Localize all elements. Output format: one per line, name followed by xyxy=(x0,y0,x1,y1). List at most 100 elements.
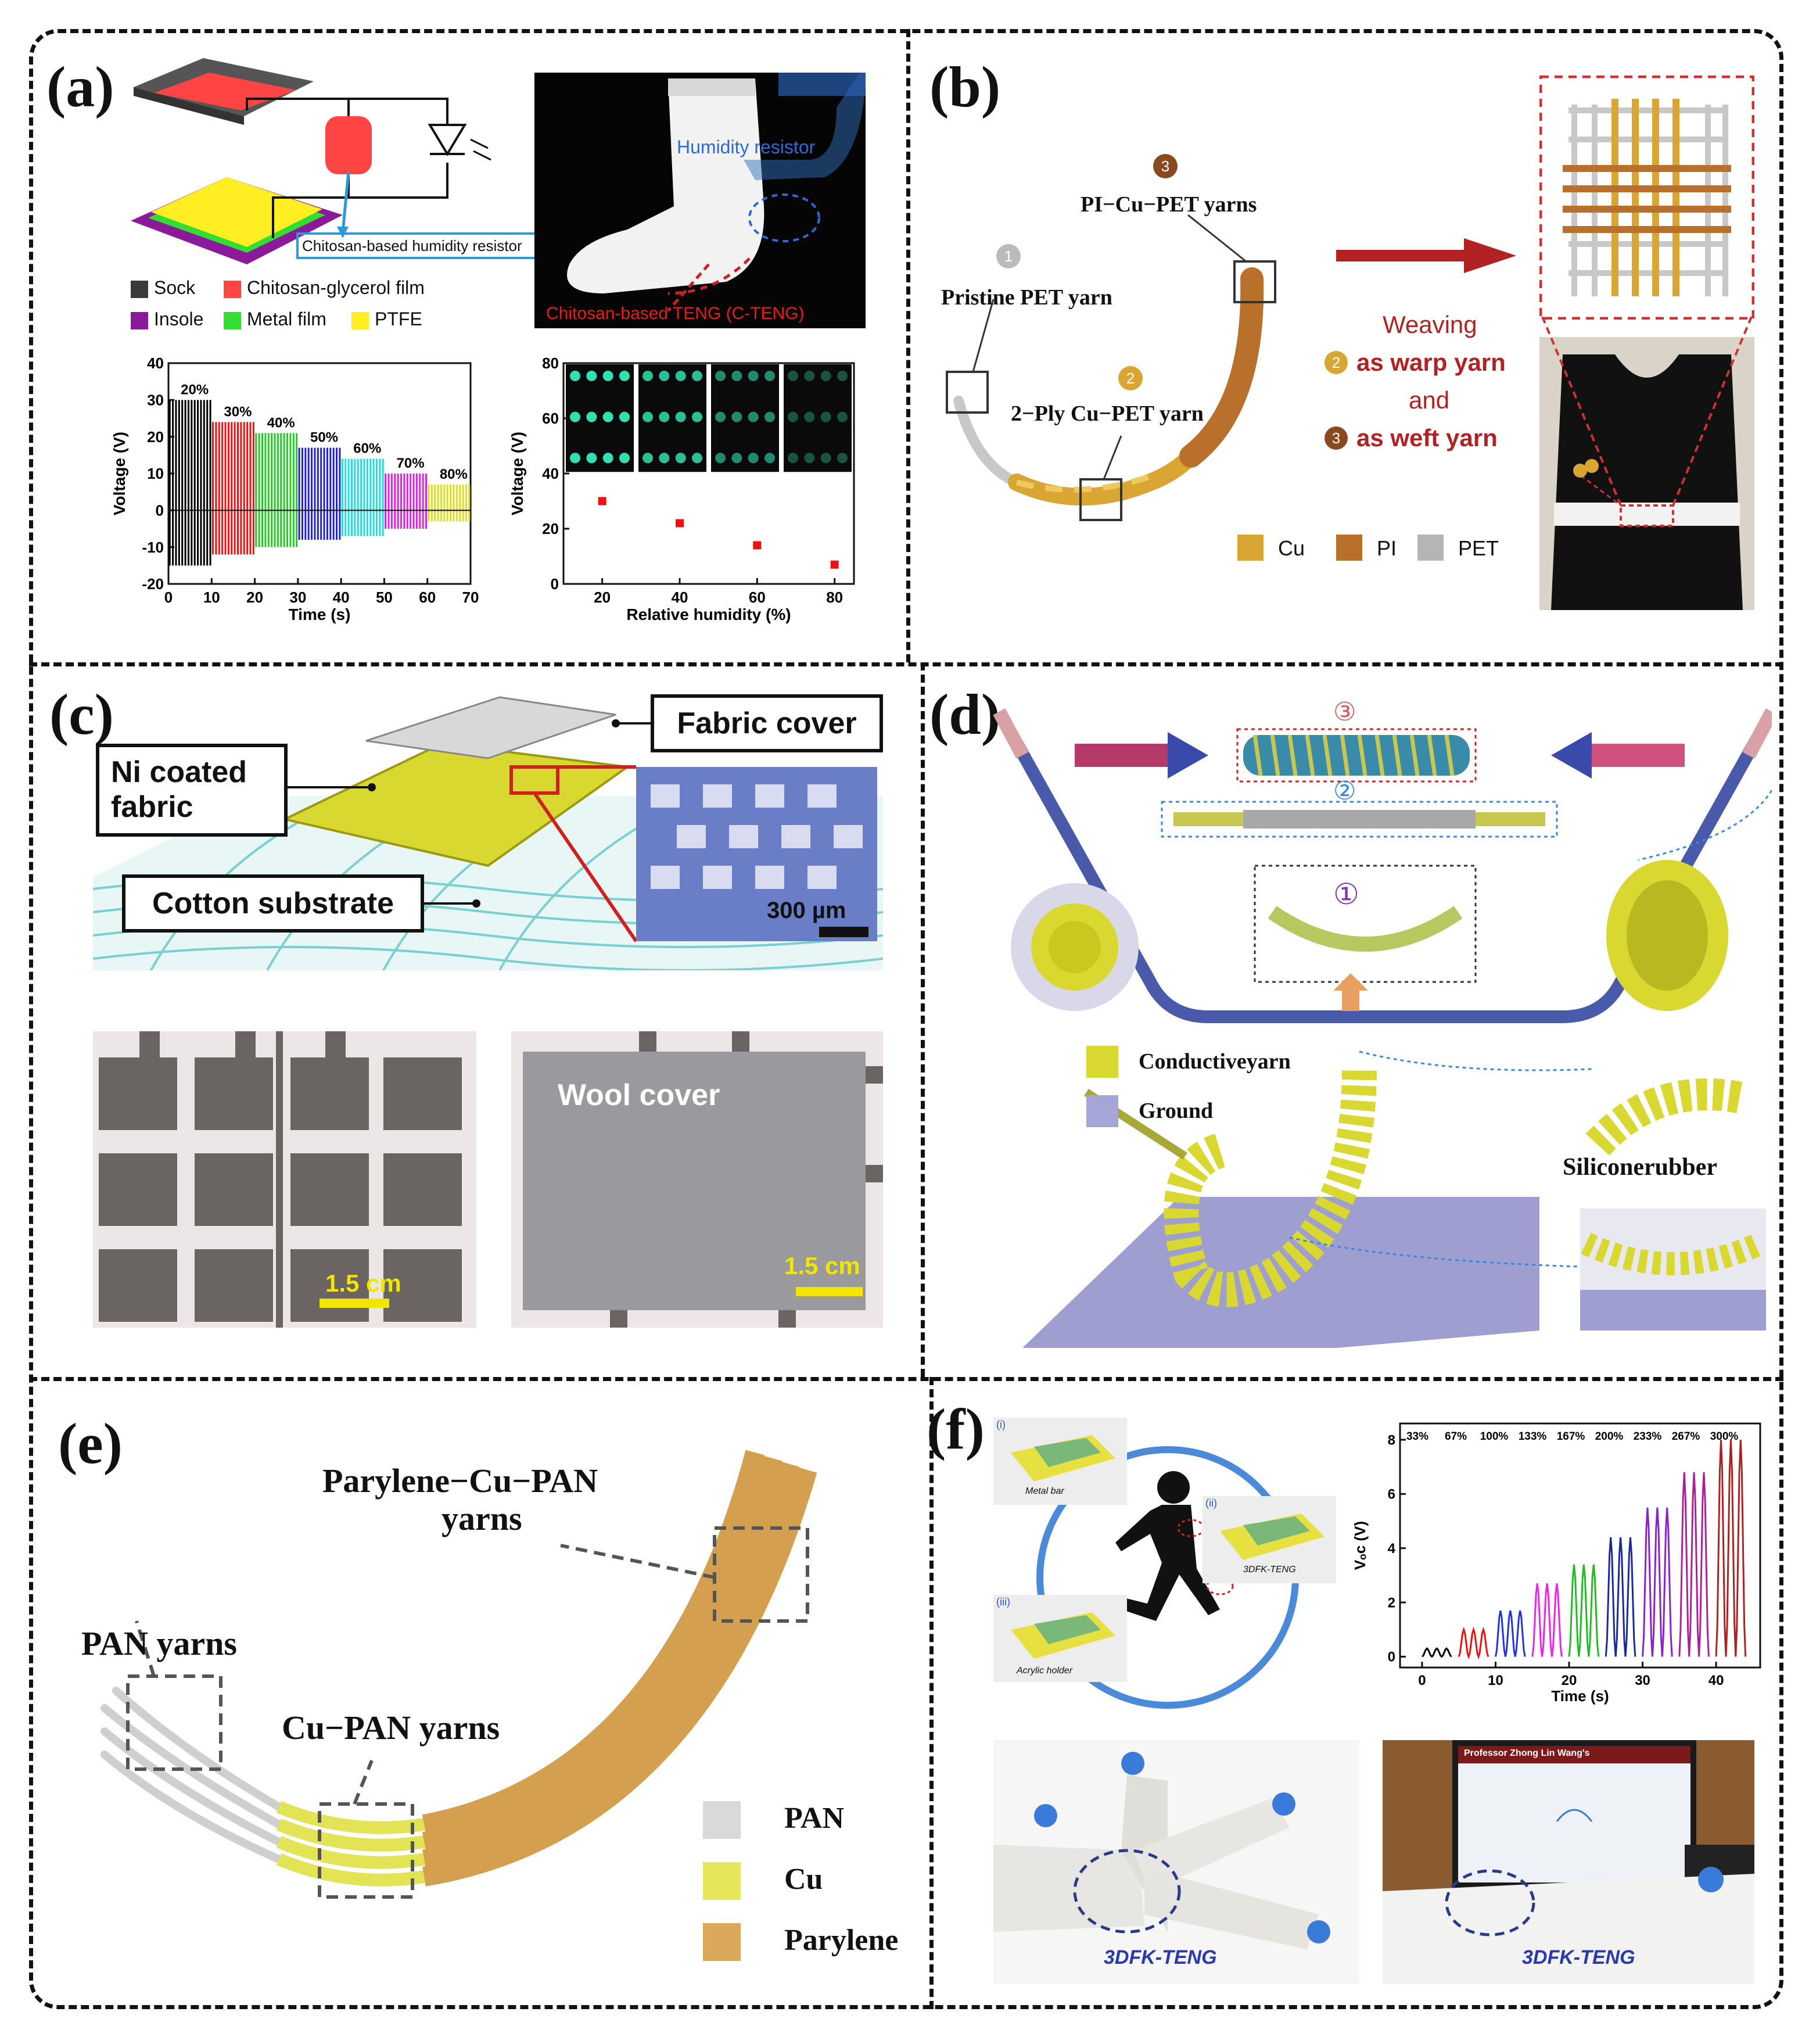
legend-ptfe-label: PTFE xyxy=(375,309,422,329)
legend-pan-swatch xyxy=(703,1801,741,1839)
ni-fabric-label: Ni coated fabric xyxy=(96,744,288,837)
inset-i-device xyxy=(1011,1435,1115,1482)
data-point xyxy=(753,541,762,550)
inset-ii: (ii) 3DFK-TENG xyxy=(1203,1496,1336,1583)
y-tick-label: 30 xyxy=(147,391,164,408)
strain-label: 200% xyxy=(1595,1430,1624,1443)
legend-film-swatch xyxy=(224,281,241,298)
yarn2-num-text: 2 xyxy=(1126,370,1135,387)
voc-series-line xyxy=(1715,1439,1747,1657)
plot-frame xyxy=(1399,1422,1761,1669)
strain-label: 167% xyxy=(1557,1430,1585,1443)
series-70pct xyxy=(385,474,427,529)
series-label: 50% xyxy=(310,430,338,446)
led-light xyxy=(788,453,798,464)
y-tick-label: 0 xyxy=(551,575,559,593)
led-light xyxy=(820,453,831,464)
led-light xyxy=(586,371,597,381)
x-axis-title: Time (s) xyxy=(289,605,351,623)
legend-metal-label: Metal film xyxy=(247,309,326,329)
legend-pi-swatch xyxy=(1336,535,1362,561)
monitor-photo: Professor Zhong Lin Wang's 3DFK-TENG xyxy=(1383,1740,1754,1984)
led-light xyxy=(602,411,613,422)
yarn1-num-text: 1 xyxy=(1004,248,1013,265)
x-tick-label: 20 xyxy=(246,589,263,606)
voc-series-line xyxy=(1642,1507,1673,1657)
ground-label: Ground xyxy=(1139,1099,1214,1123)
scale-bar-300um: 300 µm xyxy=(767,898,846,923)
voc-series-line xyxy=(1495,1610,1526,1657)
ground-swatch xyxy=(1086,1095,1118,1127)
led-light xyxy=(804,411,815,422)
data-point xyxy=(598,497,606,505)
panel-a-legend: Sock Chitosan-glycerol film Insole Metal… xyxy=(131,276,502,340)
led-light xyxy=(659,453,670,464)
data-point xyxy=(676,519,684,528)
legend-cu-swatch xyxy=(1237,535,1264,561)
led-light xyxy=(731,453,742,464)
inset-ii-num: (ii) xyxy=(1205,1497,1217,1509)
panel-b-legend: Cu PI PET xyxy=(1237,532,1528,566)
inset-iii-num: (iii) xyxy=(996,1596,1010,1608)
yarn2-label: 2−Ply Cu−PET yarn xyxy=(1011,401,1204,426)
x-tick-label: 0 xyxy=(1418,1673,1426,1688)
led-light xyxy=(692,411,702,422)
step3-marker: ③ xyxy=(1333,698,1356,726)
legend-sock-swatch xyxy=(131,281,148,298)
arm-bending-photo: 3DFK-TENG xyxy=(993,1740,1359,1984)
strain-label: 33% xyxy=(1406,1430,1428,1443)
led-light xyxy=(570,411,580,422)
legend-cu-e-label: Cu xyxy=(784,1863,823,1896)
led-light xyxy=(619,411,630,422)
series-80pct xyxy=(428,485,471,522)
warp-number: 2 xyxy=(1325,351,1348,374)
x-tick-label: 40 xyxy=(672,589,688,606)
teng-label-left: 3DFK-TENG xyxy=(1104,1946,1217,1968)
voc-series-line xyxy=(1678,1472,1710,1657)
strain-label: 233% xyxy=(1634,1430,1662,1443)
panel-f-label: (f) xyxy=(927,1397,985,1461)
strain-label: 67% xyxy=(1445,1430,1467,1443)
yarn-diagram xyxy=(946,214,1276,521)
yarn3-label: PI−Cu−PET yarns xyxy=(1081,192,1257,217)
vest-photo xyxy=(1539,337,1754,610)
led-light xyxy=(570,371,580,381)
legend-parylene-label: Parylene xyxy=(784,1924,899,1957)
strain-label: 100% xyxy=(1480,1430,1509,1443)
cu-pan-yarns-label: Cu−PAN yarns xyxy=(282,1709,500,1747)
x-tick-label: 70 xyxy=(462,589,479,606)
divider-top-vertical xyxy=(906,29,910,662)
sock-illustration xyxy=(567,73,866,312)
led-light xyxy=(619,453,630,464)
x-tick-label: 40 xyxy=(1708,1673,1724,1688)
led-light xyxy=(731,371,742,381)
divider-row-2 xyxy=(29,1377,1783,1381)
led-light xyxy=(748,371,759,381)
y-axis-title: Voltage (V) xyxy=(110,432,128,515)
divider-row-1 xyxy=(29,662,1783,666)
voc-series-line xyxy=(1421,1647,1452,1658)
c-teng-label: Chitosan-based TENG (C-TENG) xyxy=(546,304,805,323)
legend-parylene-swatch xyxy=(703,1923,741,1961)
panel-a-schematic xyxy=(131,58,491,264)
led-light xyxy=(764,411,775,422)
inset-ii-device xyxy=(1220,1514,1325,1560)
led-light xyxy=(804,371,815,381)
y-tick-label: 4 xyxy=(1388,1541,1396,1557)
yarn1-number: 1 xyxy=(996,244,1021,268)
led-light xyxy=(692,371,702,381)
inset-ii-caption: 3DFK-TENG xyxy=(1243,1565,1296,1575)
legend-insole-label: Insole xyxy=(154,309,204,329)
led-light xyxy=(764,371,775,381)
led-light xyxy=(586,453,597,464)
y-tick-label: 40 xyxy=(147,354,164,372)
y-axis-title: Voltage (V) xyxy=(508,432,526,515)
x-tick-label: 20 xyxy=(1562,1673,1577,1688)
led-light xyxy=(820,411,831,422)
legend-insole-swatch xyxy=(131,312,148,329)
led-light xyxy=(602,371,613,381)
led-light xyxy=(804,453,815,464)
humidity-resistor-label: Humidity resistor xyxy=(677,137,816,157)
series-30pct xyxy=(212,422,254,555)
